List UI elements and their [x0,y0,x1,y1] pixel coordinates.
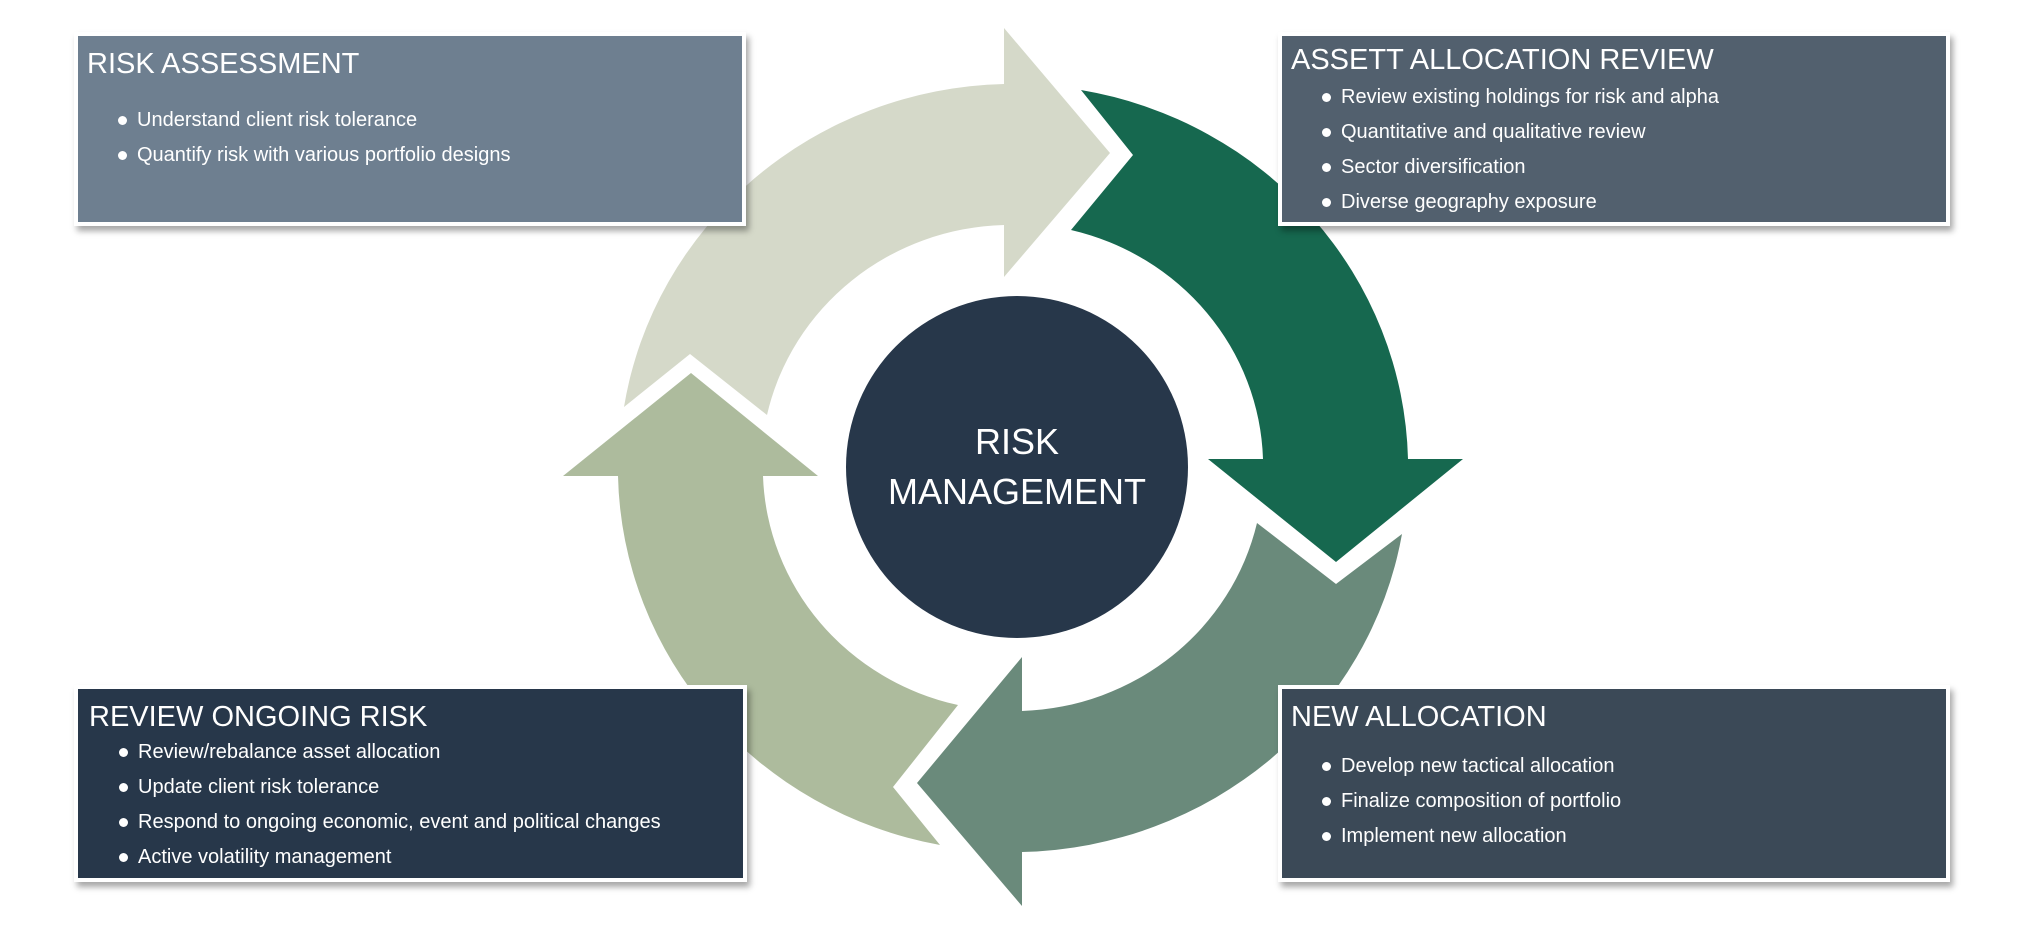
bullet-icon [1322,797,1331,806]
bullet-icon [1322,832,1331,841]
bullet-icon [119,748,128,757]
review-ongoing-risk-title: REVIEW ONGOING RISK [89,701,428,733]
list-item-text: Finalize composition of portfolio [1341,790,1622,812]
arrow-risk-assessment [624,28,1110,415]
bullet-icon [118,151,127,160]
risk-assessment-title: RISK ASSESSMENT [87,48,360,80]
list-item: Quantify risk with various portfolio des… [118,138,511,173]
asset-allocation-review-title: ASSETT ALLOCATION REVIEW [1291,44,1714,76]
list-item: Implement new allocation [1322,819,1621,854]
bullet-icon [119,818,128,827]
list-item-text: Active volatility management [138,846,392,868]
hub-circle [846,296,1188,638]
bullet-icon [119,783,128,792]
list-item: Quantitative and qualitative review [1322,115,1719,150]
list-item-text: Review existing holdings for risk and al… [1341,86,1719,108]
list-item-text: Quantify risk with various portfolio des… [137,144,511,166]
bullet-icon [1322,93,1331,102]
list-item-text: Develop new tactical allocation [1341,755,1615,777]
bullet-icon [119,853,128,862]
list-item-text: Diverse geography exposure [1341,191,1597,213]
bullet-icon [1322,163,1331,172]
list-item: Sector diversification [1322,150,1719,185]
list-item-text: Sector diversification [1341,156,1526,178]
bullet-icon [1322,128,1331,137]
list-item: Active volatility management [119,840,661,875]
hub-label-line2: MANAGEMENT [887,471,1146,512]
list-item: Finalize composition of portfolio [1322,784,1621,819]
list-item: Review existing holdings for risk and al… [1322,80,1719,115]
list-item: Update client risk tolerance [119,770,661,805]
hub-label-line1: RISK [974,421,1060,462]
new-allocation-box: NEW ALLOCATION Develop new tactical allo… [1278,685,1950,882]
risk-assessment-list: Understand client risk tolerance Quantif… [118,103,511,173]
list-item-text: Respond to ongoing economic, event and p… [138,811,661,833]
list-item: Develop new tactical allocation [1322,749,1621,784]
risk-assessment-box: RISK ASSESSMENT Understand client risk t… [74,32,746,226]
hub-label: RISK MANAGEMENT [846,296,1188,638]
bullet-icon [118,116,127,125]
list-item-text: Understand client risk tolerance [137,109,418,131]
arrow-asset-allocation-review [1071,90,1463,562]
list-item: Understand client risk tolerance [118,103,511,138]
list-item: Review/rebalance asset allocation [119,735,661,770]
list-item: Diverse geography exposure [1322,185,1719,220]
arrow-new-allocation [917,523,1402,906]
new-allocation-title: NEW ALLOCATION [1291,701,1547,733]
bullet-icon [1322,762,1331,771]
arrow-review-ongoing-risk [563,373,958,845]
list-item: Respond to ongoing economic, event and p… [119,805,661,840]
new-allocation-list: Develop new tactical allocation Finalize… [1322,749,1621,854]
review-ongoing-risk-box: REVIEW ONGOING RISK Review/rebalance ass… [74,685,747,882]
list-item-text: Update client risk tolerance [138,776,380,798]
list-item-text: Review/rebalance asset allocation [138,741,441,763]
bullet-icon [1322,198,1331,207]
asset-allocation-review-box: ASSETT ALLOCATION REVIEW Review existing… [1278,32,1950,226]
list-item-text: Quantitative and qualitative review [1341,121,1646,143]
asset-allocation-review-list: Review existing holdings for risk and al… [1322,80,1719,220]
review-ongoing-risk-list: Review/rebalance asset allocation Update… [119,735,661,875]
list-item-text: Implement new allocation [1341,825,1567,847]
